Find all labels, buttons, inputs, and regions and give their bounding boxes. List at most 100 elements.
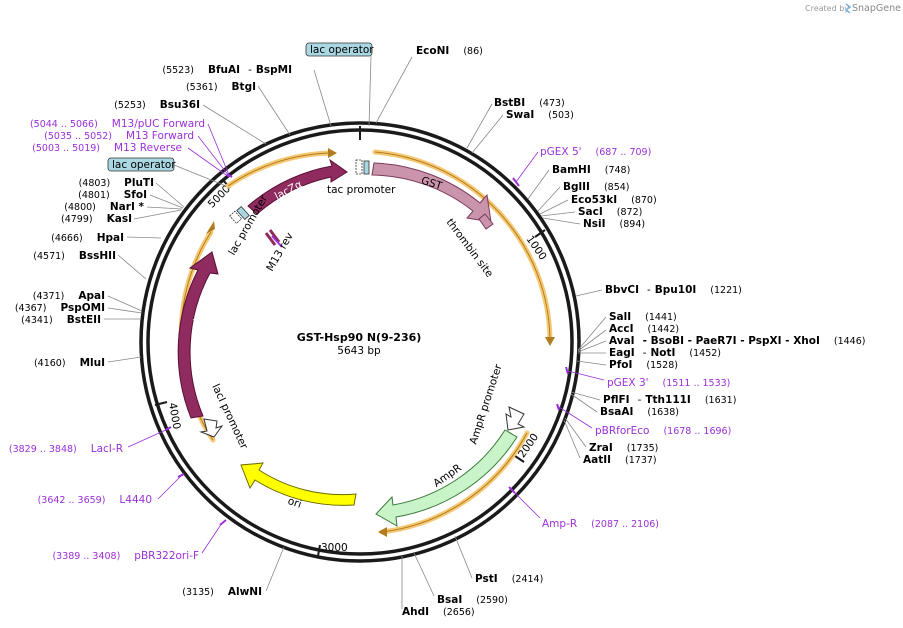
- orf-center-gst: [374, 151, 551, 341]
- primer-mark-L4440: [177, 473, 185, 478]
- tac-promoter-label: tac promoter: [327, 184, 396, 196]
- leader-BstBI: [466, 103, 493, 149]
- primer-LacIR: (3829 .. 3848)LacI-R: [9, 443, 123, 455]
- leader-NsiI: [542, 217, 581, 225]
- leader-PluTI: [155, 182, 185, 208]
- site-SwaI: SwaI(503): [506, 109, 574, 121]
- tick-3000: [317, 544, 321, 557]
- site-BtgI: (5361)BtgI: [186, 81, 256, 93]
- tick-2000: [514, 455, 525, 463]
- primer-mark-pBRforEco: [556, 403, 560, 411]
- ori-feature-arrow: [240, 462, 357, 506]
- leader-PfoI: [576, 360, 607, 366]
- leader-ZraI: [564, 417, 587, 448]
- leader-PflFI: [570, 391, 601, 401]
- leader-MluI: [107, 356, 142, 363]
- leader-PspOMI: [107, 307, 143, 314]
- site-BssHII: (4571)BssHII: [33, 250, 116, 262]
- gst-label: GST: [420, 175, 444, 193]
- site-SfoI: (4801)SfoI: [78, 189, 147, 201]
- site-NarI: (4800)NarI *: [64, 201, 144, 213]
- scale-ticks: [154, 126, 546, 557]
- plasmid-size: 5643 bp: [337, 345, 381, 357]
- orf-arrowhead-laci: [206, 221, 215, 234]
- primer-M13rev: (5003 .. 5019)M13 Reverse: [32, 142, 182, 154]
- leader-PstI: [454, 535, 473, 579]
- primer-L4440: (3642 .. 3659)L4440: [38, 494, 152, 506]
- site-AlwNI: (3135)AlwNI: [182, 586, 262, 598]
- snapgene-logo-icon: [844, 3, 852, 14]
- laci-promoter-label: lacI promoter: [209, 382, 250, 451]
- site-KasI: (4799)KasI: [61, 213, 132, 225]
- site-SacI: SacI(872): [578, 206, 642, 218]
- backbone-outer-ring: [139, 121, 581, 563]
- laci-promoter-arrow: [199, 418, 224, 438]
- site-Eco53kI: Eco53kI(870): [571, 194, 657, 206]
- lac-operator-top-label: lac operator: [310, 44, 374, 56]
- credit-prefix: Created by: [805, 4, 849, 13]
- leader-SacI: [540, 211, 576, 217]
- primer-M13fwd: (5035 .. 5052)M13 Forward: [44, 130, 194, 142]
- leader-BssHII: [117, 254, 147, 280]
- site-BfuAI: (5523)BfuAI-BspMI: [162, 64, 292, 76]
- leader-BtgI: [257, 85, 291, 136]
- leader-HpaI: [126, 236, 162, 239]
- site-EcoNI: EcoNI(86): [416, 45, 483, 57]
- leader-AatII: [563, 419, 581, 459]
- site-EagI: EagI-NotI(1452): [609, 347, 721, 359]
- primer-leader-M13pUC: [207, 123, 230, 176]
- site-HpaI: (4666)HpaI: [51, 232, 124, 244]
- lac-promoter-mark: [229, 210, 243, 224]
- site-PflFI: PflFI-Tth111I(1631): [603, 394, 736, 406]
- site-AhdI: AhdI(2656): [402, 606, 475, 618]
- ampr-feature-arrow: [375, 429, 518, 527]
- primer-leader-pGEX5: [515, 151, 539, 183]
- primer-leader-L4440: [157, 475, 182, 500]
- leader-BamHI: [527, 169, 550, 200]
- site-BsaI: BsaI(2590): [437, 594, 508, 606]
- site-MluI: (4160)MluI: [34, 357, 105, 369]
- leader-AvaI: [577, 340, 607, 353]
- primer-pBRforEco: pBRforEco(1678 .. 1696): [595, 425, 731, 437]
- m13-rev-primer-mark: [271, 235, 283, 248]
- lac-operator-mark: [236, 205, 250, 221]
- orf-center-lacz: [227, 152, 332, 187]
- tick-label-3000: 3000: [321, 542, 348, 554]
- ampr-promoter-label: AmpR promoter: [467, 362, 504, 446]
- site-BbvCI: BbvCI-Bpu10I(1221): [605, 284, 742, 296]
- primer-leader-M13rev: [187, 147, 230, 178]
- primer-leader-pBR322ori: [201, 522, 223, 554]
- orf-arrowhead-ampr: [378, 527, 387, 537]
- primer-leader-M13fwd: [197, 135, 230, 177]
- tick-4000: [154, 401, 168, 406]
- leader-AlwNI: [265, 546, 285, 592]
- site-BsaAI: BsaAI(1638): [600, 406, 679, 418]
- primer-leader-AmpR: [511, 489, 541, 519]
- leader-BglII: [537, 186, 561, 212]
- site-Bsu36I: (5253)Bsu36I: [114, 99, 200, 111]
- primer-mark-pGEX3: [565, 366, 569, 375]
- leader-AccI: [577, 329, 607, 352]
- leader-SalI: [577, 316, 607, 351]
- lac-operator-left-line: [173, 164, 227, 187]
- site-AvaI: AvaI- BsoBI - PaeR7I - PspXI - XhoI(1446…: [609, 335, 865, 347]
- leader-SfoI: [149, 194, 184, 209]
- credit-brand: SnapGene: [852, 3, 901, 14]
- leader-NarI: [146, 206, 183, 210]
- tick-1000: [534, 229, 546, 238]
- tick-label-4000: 4000: [166, 402, 182, 430]
- site-PfoI: PfoI(1528): [609, 359, 678, 371]
- site-BstBI: BstBI(473): [494, 97, 565, 109]
- leader-lines: [104, 56, 607, 609]
- orf-center-ampr: [381, 432, 528, 533]
- primer-pGEX5: pGEX 5'(687 .. 709): [540, 146, 651, 158]
- primer-pGEX3: pGEX 3'(1511 .. 1533): [607, 377, 730, 389]
- laci-label: lacI: [190, 318, 204, 337]
- primer-leader-lines: [127, 123, 605, 554]
- leader-Eco53kI: [539, 199, 569, 215]
- tac-operator-mark: [363, 160, 370, 175]
- ori-label: ori: [286, 495, 303, 511]
- leader-Bsu36I: [202, 104, 267, 145]
- leader-BsaI: [413, 552, 435, 597]
